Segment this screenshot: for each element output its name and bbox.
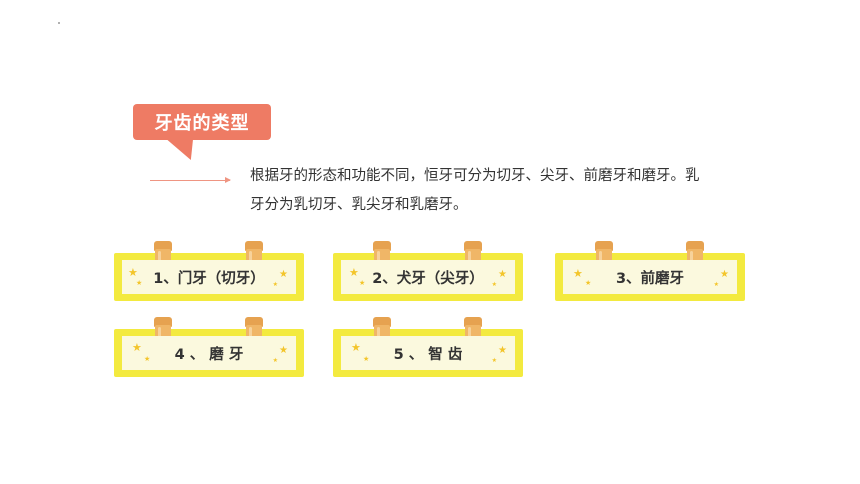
star-icon: ★	[573, 267, 583, 280]
star-icon: ★	[136, 279, 143, 287]
star-icon: ★	[498, 345, 507, 356]
star-icon: ★	[144, 355, 151, 363]
description-text: 根据牙的形态和功能不同，恒牙可分为切牙、尖牙、前磨牙和磨牙。乳牙分为乳切牙、乳尖…	[250, 168, 700, 213]
star-icon: ★	[349, 266, 359, 279]
star-icon: ★	[585, 279, 592, 287]
card-label: 5 、 智 齿	[393, 346, 463, 363]
speech-tail-icon	[165, 138, 205, 160]
card-label: 2、犬牙（尖牙）	[372, 270, 484, 287]
star-icon: ★	[132, 341, 142, 354]
card-label: 3、前磨牙	[615, 270, 685, 287]
decorative-dot	[58, 22, 60, 24]
star-icon: ★	[272, 281, 278, 288]
tooth-type-card-1: ★ ★ ★ ★ 1、门牙（切牙）	[114, 241, 304, 301]
star-icon: ★	[491, 281, 497, 288]
card-label: 4 、 磨 牙	[174, 346, 244, 363]
star-icon: ★	[128, 266, 138, 279]
star-icon: ★	[272, 357, 278, 364]
tooth-type-card-2: ★ ★ ★ ★ 2、犬牙（尖牙）	[333, 241, 523, 301]
star-icon: ★	[359, 279, 366, 287]
tooth-type-card-4: ★ ★ ★ ★ 4 、 磨 牙	[114, 317, 304, 377]
star-icon: ★	[363, 355, 370, 363]
section-title: 牙齿的类型	[133, 104, 271, 140]
tooth-type-card-3: ★ ★ ★ ★ 3、前磨牙	[555, 241, 745, 301]
arrow-line	[150, 180, 230, 181]
star-icon: ★	[279, 269, 288, 280]
tooth-type-card-5: ★ ★ ★ ★ 5 、 智 齿	[333, 317, 523, 377]
star-icon: ★	[279, 345, 288, 356]
star-icon: ★	[720, 269, 729, 280]
star-icon: ★	[713, 281, 719, 288]
arrow-right-icon	[225, 177, 231, 183]
star-icon: ★	[491, 357, 497, 364]
star-icon: ★	[351, 341, 361, 354]
title-banner: 牙齿的类型	[133, 104, 271, 160]
card-label: 1、门牙（切牙）	[153, 270, 265, 287]
star-icon: ★	[498, 269, 507, 280]
